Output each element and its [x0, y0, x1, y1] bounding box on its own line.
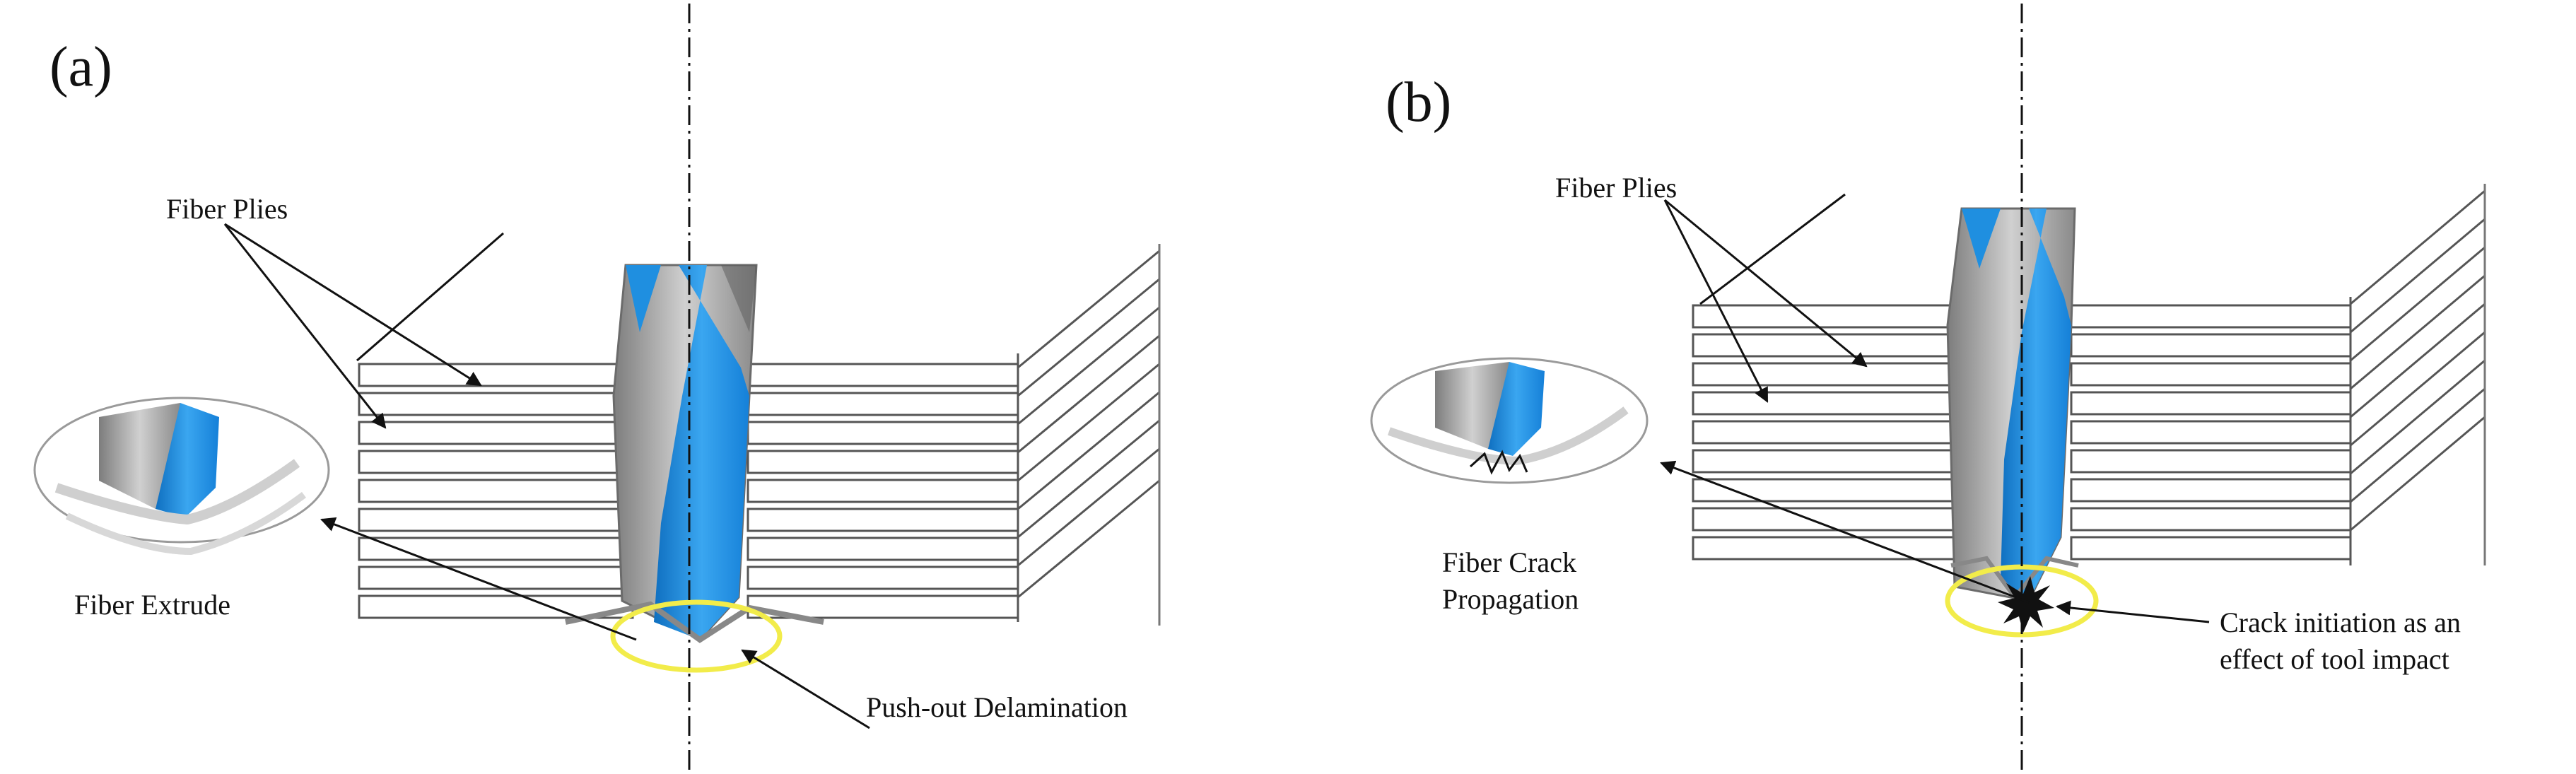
- panel-b-inset-caption-line1: Fiber Crack: [1442, 546, 1576, 578]
- ply-layer: [2070, 304, 2352, 329]
- panel-a-laminate-angled-face: [1017, 244, 1161, 626]
- ply-layer: [747, 479, 1019, 503]
- panel-a-tip-callout: Push-out Delamination: [866, 691, 1128, 723]
- ply-layer: [1692, 536, 1958, 561]
- panel-b-inset-caption-line2: Propagation: [1442, 583, 1579, 615]
- ply-layer: [358, 508, 634, 532]
- panel-b-tip-callout-line1: Crack initiation as an: [2220, 606, 2461, 638]
- ply-layer: [1692, 449, 1958, 474]
- ply-layer: [358, 450, 634, 474]
- ply-layer: [1692, 420, 1958, 445]
- panel-b-highlight-ring: [1945, 564, 2099, 638]
- ply-layer: [747, 508, 1019, 532]
- panel-b-tip-callout-line2: effect of tool impact: [2220, 643, 2449, 675]
- panel-b-inset-caption: Fiber Crack Propagation: [1442, 544, 1579, 618]
- panel-b-tip-callout: Crack initiation as an effect of tool im…: [2220, 604, 2461, 678]
- ply-layer: [1692, 507, 1958, 532]
- panel-b-laminate-angled-face: [2349, 184, 2486, 565]
- panel-a-inset: [33, 397, 330, 556]
- ply-layer: [747, 565, 1019, 590]
- ply-layer: [2070, 362, 2352, 387]
- panel-b-label: (b): [1386, 71, 1452, 134]
- ply-layer: [358, 479, 634, 503]
- ply-layer: [2070, 536, 2352, 561]
- ply-layer: [1692, 362, 1958, 387]
- panel-a-inset-caption: Fiber Extrude: [74, 589, 231, 621]
- ply-layer: [2070, 420, 2352, 445]
- ply-layer: [747, 421, 1019, 445]
- panel-b-inset: [1370, 357, 1649, 484]
- ply-layer: [1692, 304, 1958, 329]
- ply-layer: [1692, 478, 1958, 503]
- panel-b-leaders: [1660, 193, 2210, 623]
- ply-layer: [358, 392, 634, 416]
- ply-layer: [1692, 391, 1958, 416]
- panel-a: [33, 4, 1161, 770]
- panel-b-crack-burst: [1998, 576, 2054, 633]
- ply-layer: [1692, 333, 1958, 358]
- ply-layer: [2070, 333, 2352, 358]
- ply-layer: [358, 421, 634, 445]
- panel-b-drill-bit: [1946, 207, 2076, 602]
- ply-layer: [358, 363, 634, 387]
- ply-layer: [358, 594, 634, 619]
- ply-layer: [747, 392, 1019, 416]
- ply-layer: [747, 450, 1019, 474]
- ply-layer: [358, 536, 634, 561]
- panel-b-laminate-plies: [1692, 304, 2352, 561]
- ply-layer: [747, 363, 1019, 387]
- panel-a-label: (a): [49, 36, 112, 98]
- ply-layer: [2070, 507, 2352, 532]
- ply-layer: [2070, 478, 2352, 503]
- panel-b: [1370, 4, 2486, 770]
- panel-a-drill-bit: [612, 264, 758, 641]
- panel-a-leaders: [223, 223, 870, 729]
- panel-b-fiber-plies-label: Fiber Plies: [1555, 172, 1678, 204]
- panel-a-fiber-plies-label: Fiber Plies: [166, 193, 288, 225]
- panel-a-pushout-flap: [565, 601, 824, 643]
- ply-layer: [2070, 449, 2352, 474]
- ply-layer: [747, 536, 1019, 561]
- ply-layer: [2070, 391, 2352, 416]
- panel-a-highlight-ring: [610, 599, 783, 673]
